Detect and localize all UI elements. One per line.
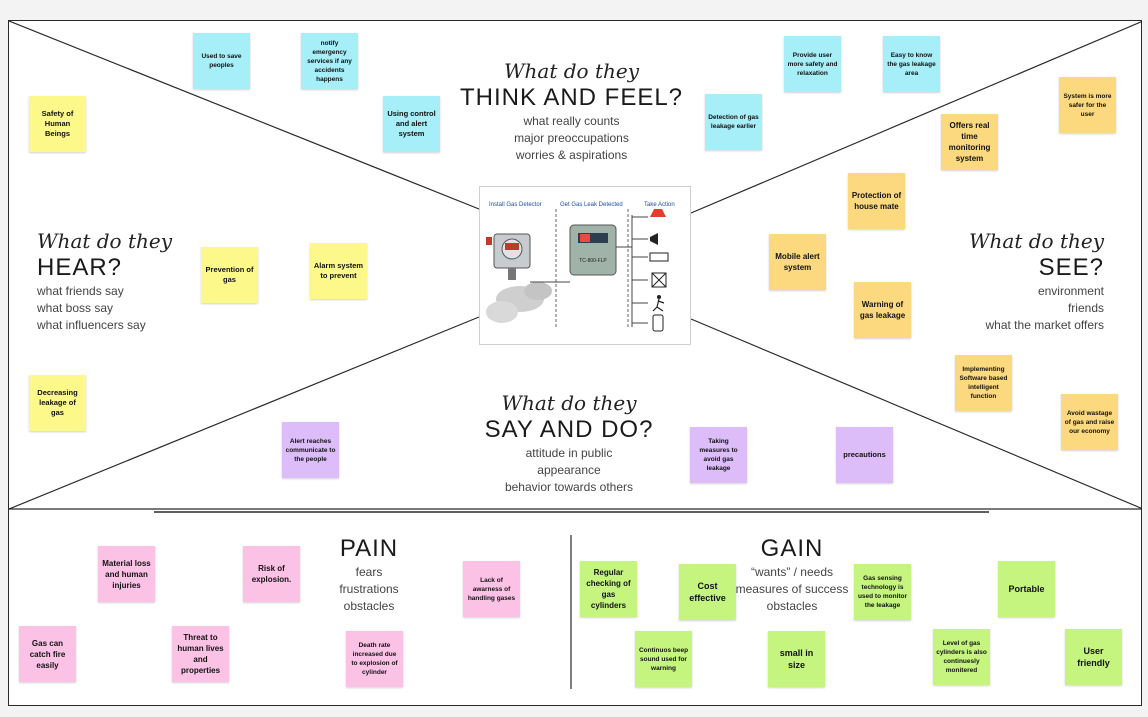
sticky-note-hear-2[interactable]: Prevention of gas	[201, 247, 258, 303]
sticky-note-think-6[interactable]: Easy to know the gas leakage area	[883, 36, 940, 92]
pain-line-1: fears	[355, 565, 383, 579]
device-model-text: TC-800-FLP	[579, 258, 607, 264]
gas-detector-illustration: Install Gas Detector Get Gas Leak Detect…	[479, 186, 691, 345]
think-title: THINK AND FEEL?	[459, 84, 684, 111]
pain-title: PAIN	[339, 535, 399, 562]
sticky-note-pain-6[interactable]: Death rate increased due to explosion of…	[346, 631, 403, 687]
empathy-map-board: What do they THINK AND FEEL? what really…	[8, 20, 1142, 706]
divider-top-right	[690, 21, 1141, 214]
say-line-1: attitude in public	[525, 446, 613, 460]
hear-script: What do they	[37, 229, 173, 253]
image-label-action: Take Action	[644, 202, 675, 208]
sticky-note-say-3[interactable]: precautions	[836, 427, 893, 483]
run-icon	[657, 295, 661, 299]
sticky-note-gain-3[interactable]: Gas sensing technology is used to monito…	[854, 564, 911, 620]
say-line-2: appearance	[537, 463, 601, 477]
sticky-note-pain-4[interactable]: Gas can catch fire easily	[19, 626, 76, 682]
think-feel-section: What do they THINK AND FEEL? what really…	[449, 59, 694, 164]
phone-icon	[652, 314, 664, 332]
hear-section: What do they HEAR? what friends say what…	[37, 229, 207, 334]
think-line-1: what really counts	[523, 114, 620, 128]
sticky-note-gain-4[interactable]: Portable	[998, 561, 1055, 617]
quadrant-lines	[9, 21, 1141, 689]
alarm-light-icon	[650, 209, 666, 217]
sticky-note-see-7[interactable]: Avoid wastage of gas and raise our econo…	[1061, 394, 1118, 450]
divider-top-left	[9, 21, 480, 210]
sticky-note-pain-1[interactable]: Material loss and human injuries	[98, 546, 155, 602]
gain-line-1: “wants” / needs	[750, 565, 834, 579]
sticky-note-think-2[interactable]: notify emergency services if any acciden…	[301, 33, 358, 89]
see-script: What do they	[968, 229, 1104, 253]
sticky-note-pain-3[interactable]: Lack of awarness of handling gases	[463, 561, 520, 617]
see-line-1: environment	[1037, 284, 1104, 298]
divider-bottom-left	[9, 316, 480, 510]
sticky-note-gain-2[interactable]: Cost effective	[679, 564, 736, 620]
say-script: What do they	[501, 391, 637, 415]
sticky-note-think-5[interactable]: Provide user more safety and relaxation	[784, 36, 841, 92]
divider-bottom-right	[690, 318, 1141, 509]
image-label-install: Install Gas Detector	[489, 202, 542, 208]
pain-line-3: obstacles	[343, 599, 395, 613]
sticky-note-see-6[interactable]: Implementing Software based intelligent …	[955, 355, 1012, 411]
sticky-note-gain-5[interactable]: Continuos beep sound used for warning	[635, 631, 692, 687]
pain-line-2: frustrations	[339, 582, 399, 596]
sticky-note-hear-1[interactable]: Safety of Human Beings	[29, 96, 86, 152]
sticky-note-say-1[interactable]: Alert reaches communicate to the people	[282, 422, 339, 478]
see-line-3: what the market offers	[985, 318, 1105, 332]
sticky-note-see-1[interactable]: System is more safer for the user	[1059, 77, 1116, 133]
say-line-3: behavior towards others	[504, 480, 634, 494]
hear-line-1: what friends say	[37, 284, 124, 298]
gain-title: GAIN	[760, 535, 824, 562]
sticky-note-see-3[interactable]: Protection of house mate	[848, 173, 905, 229]
gain-section: GAIN “wants” / needs measures of success…	[722, 534, 862, 615]
think-line-3: worries & aspirations	[515, 148, 628, 162]
sticky-note-gain-1[interactable]: Regular checking of gas cylinders	[580, 561, 637, 617]
sticky-note-see-4[interactable]: Mobile alert system	[769, 234, 826, 290]
gain-line-2: measures of success	[735, 582, 849, 596]
siren-icon	[650, 233, 658, 245]
sticky-note-gain-7[interactable]: Level of gas cylinders is also continues…	[933, 629, 990, 685]
say-do-section: What do they SAY AND DO? attitude in pub…	[469, 391, 669, 496]
sticky-note-hear-4[interactable]: Decreasing leakage of gas	[29, 375, 86, 431]
sticky-note-gain-8[interactable]: User friendly	[1065, 629, 1122, 685]
valve-icon	[649, 252, 669, 262]
sticky-note-think-4[interactable]: Detection of gas leakage earlier	[705, 94, 762, 150]
gain-line-3: obstacles	[766, 599, 818, 613]
sticky-note-pain-5[interactable]: Threat to human lives and properties	[172, 626, 229, 682]
sticky-note-think-1[interactable]: Used to save peoples	[193, 33, 250, 89]
fan-icon	[651, 272, 667, 288]
hear-line-3: what influencers say	[37, 318, 146, 332]
hear-title: HEAR?	[37, 254, 123, 281]
see-title: SEE?	[1038, 254, 1104, 281]
sticky-note-pain-2[interactable]: Risk of explosion.	[243, 546, 300, 602]
sticky-note-see-2[interactable]: Offers real time monitoring system	[941, 114, 998, 170]
sticky-note-hear-3[interactable]: Alarm system to prevent	[310, 243, 367, 299]
sticky-note-think-3[interactable]: Using control and alert system	[383, 96, 440, 152]
see-line-2: friends	[1067, 301, 1104, 315]
sticky-note-say-2[interactable]: Taking measures to avoid gas leakage	[690, 427, 747, 483]
sticky-note-see-5[interactable]: Warning of gas leakage	[854, 282, 911, 338]
detector-drawing: TC-800-FLP	[486, 209, 669, 332]
say-title: SAY AND DO?	[484, 416, 654, 443]
see-section: What do they SEE? environment friends wh…	[954, 229, 1104, 334]
sticky-note-gain-6[interactable]: small in size	[768, 631, 825, 687]
pain-section: PAIN fears frustrations obstacles	[309, 534, 429, 615]
think-script: What do they	[503, 59, 639, 83]
hear-line-2: what boss say	[37, 301, 114, 315]
image-label-detected: Get Gas Leak Detected	[560, 202, 623, 208]
think-line-2: major preoccupations	[514, 131, 629, 145]
